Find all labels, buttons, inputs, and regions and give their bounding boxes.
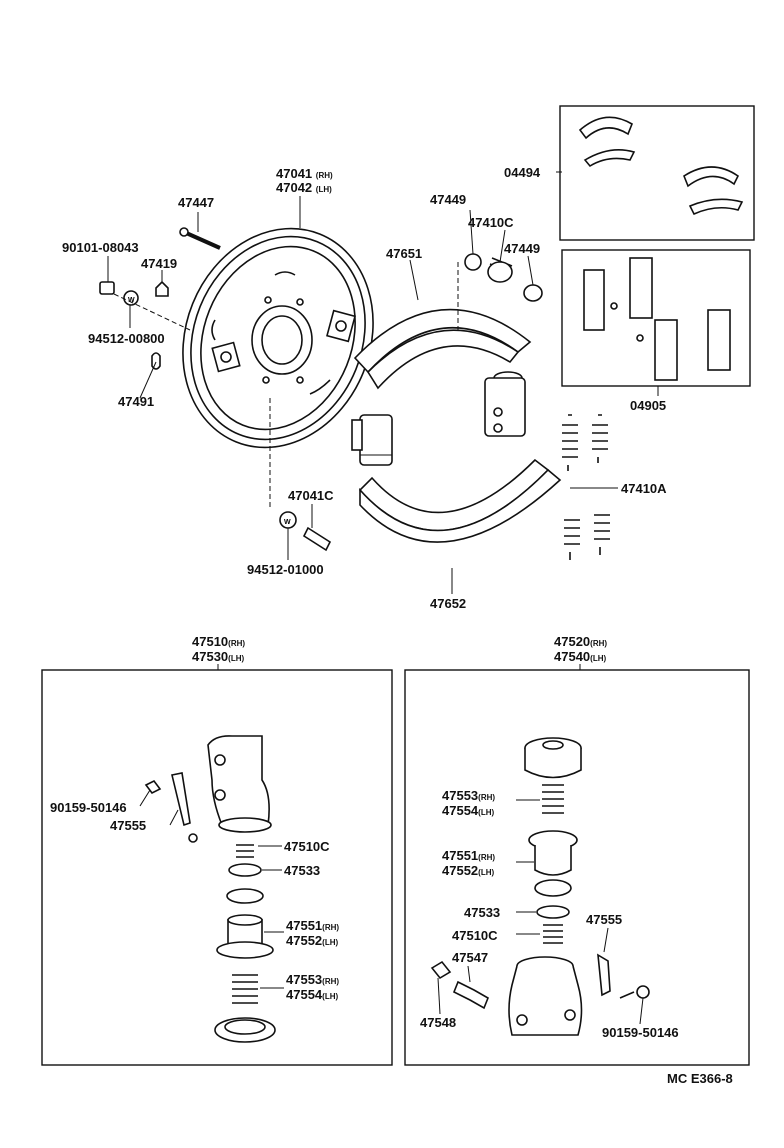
label-nut: 47419 [141,256,177,271]
left-label-screw-2: 47554(LH) [286,987,338,1002]
left-label-spring: 47510C [284,839,330,854]
adjuster-drawings [457,253,543,330]
wheel-cylinder-right-drawing [484,371,526,437]
left-box-title-1: 47510(RH) [192,634,245,649]
label-shoe-upper: 47651 [386,246,422,261]
left-label-piston-2: 47552(LH) [286,933,338,948]
lower-shoe-drawing [358,458,562,543]
right-box-title-1: 47520(RH) [554,634,607,649]
label-washer-upper: 94512-00800 [88,331,165,346]
right-label-screw-1: 47553(RH) [442,788,495,803]
left-cylinder-drawing [144,735,276,1043]
right-label-bleeder-screw: 90159-50146 [602,1025,679,1040]
shoe-kit-drawing [578,116,744,216]
top-leader-lines [107,171,659,594]
label-backing-plate-rh: 47041 (RH) [276,166,333,181]
right-label-cap: 47548 [420,1015,456,1030]
right-box-leaders [437,799,644,1025]
left-box-title-2: 47530(LH) [192,649,244,664]
svg-text:W: W [284,519,291,526]
label-backing-plate-lh: 47042 (LH) [276,180,332,195]
wheel-cylinder-left-drawing [351,414,393,466]
label-shoe-kit: 04494 [504,165,541,180]
right-label-spring: 47510C [452,928,498,943]
left-label-bleeder-clip: 47555 [110,818,146,833]
shoe-kit-box [559,105,755,241]
left-box-leaders [139,789,284,989]
right-label-clip: 47555 [586,912,622,927]
footer-code: MC E366-8 [667,1071,733,1086]
return-springs-drawing [562,414,618,560]
stud-drawing: W [269,398,332,552]
right-label-bleeder: 47547 [452,950,488,965]
label-washer-lower: 94512-01000 [247,562,324,577]
left-label-bleeder-screw: 90159-50146 [50,800,127,815]
label-cylinder-kit: 04905 [630,398,666,413]
upper-shoe-drawing [353,308,532,390]
right-label-cup: 47533 [464,905,500,920]
label-adjuster-spring: 47410C [468,215,514,230]
label-shoe-lower: 47652 [430,596,466,611]
svg-text:W: W [128,297,135,304]
left-label-cup: 47533 [284,863,320,878]
right-cylinder-box [404,669,750,1066]
backing-plate-drawing [182,227,374,449]
label-adjuster-right: 47449 [504,241,540,256]
label-plug: 47491 [118,394,154,409]
right-box-title-2: 47540(LH) [554,649,606,664]
cylinder-kit-drawing [583,257,731,381]
left-label-screw-1: 47553(RH) [286,972,339,987]
right-label-screw-2: 47554(LH) [442,803,494,818]
label-bolt: 47447 [178,195,214,210]
label-adjuster-left: 47449 [430,192,466,207]
label-return-springs: 47410A [621,481,667,496]
left-cylinder-box [41,669,393,1066]
right-cylinder-drawing [430,737,650,1036]
right-label-piston-1: 47551(RH) [442,848,495,863]
left-label-piston-1: 47551(RH) [286,918,339,933]
right-label-piston-2: 47552(LH) [442,863,494,878]
cylinder-kit-box [561,249,751,387]
bolt-drawing [179,227,221,250]
fastener-drawings: W [99,280,191,370]
label-screw: 90101-08043 [62,240,139,255]
label-stud: 47041C [288,488,334,503]
